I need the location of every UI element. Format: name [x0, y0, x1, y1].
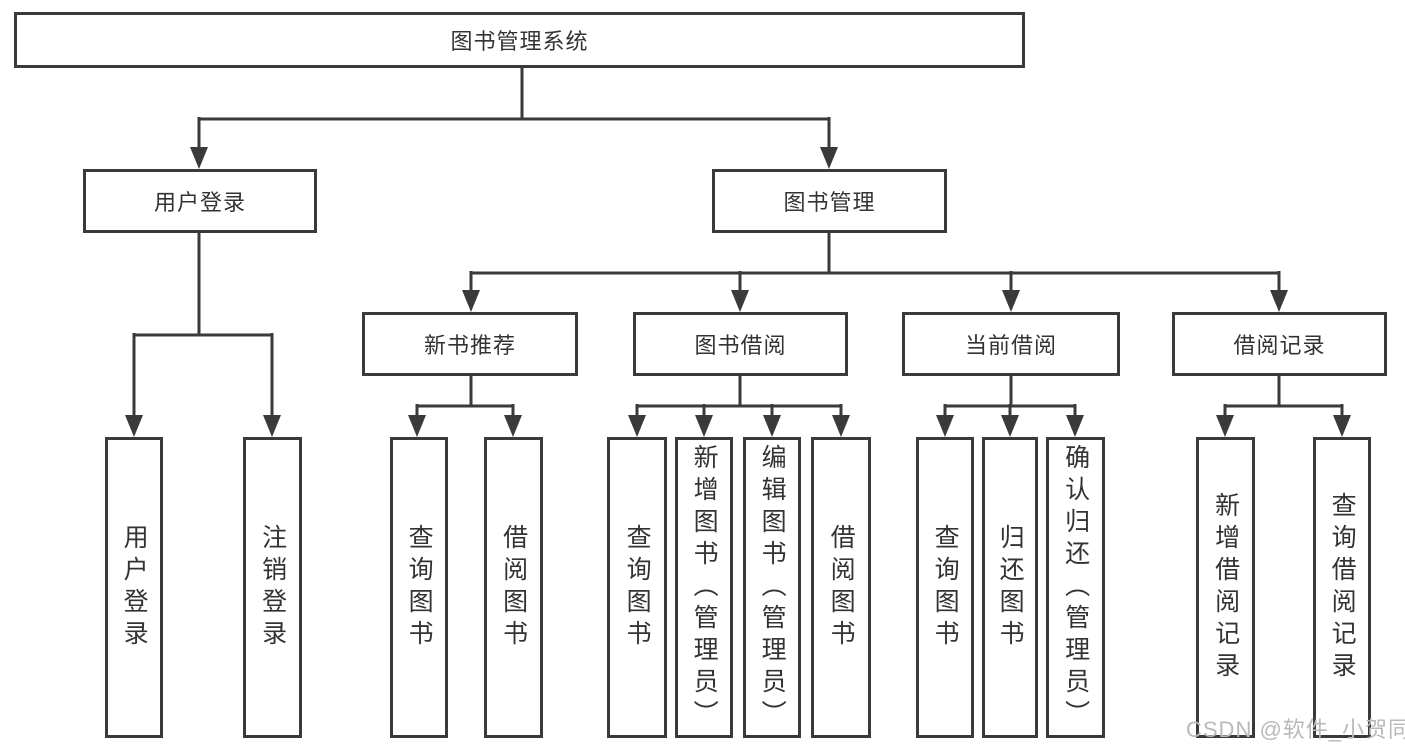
node-leaf-user-login: 用户登录 — [105, 437, 163, 738]
node-leaf-query-borrow-record: 查询借阅记录 — [1313, 437, 1371, 738]
node-library-system: 图书管理系统 — [14, 12, 1025, 68]
node-leaf-confirm-return-admin: 确认归还（管理员） — [1046, 437, 1105, 738]
node-leaf-query-books-recommend: 查询图书 — [390, 437, 448, 738]
node-leaf-query-books-current: 查询图书 — [916, 437, 974, 738]
csdn-watermark: CSDN @软件_小贺同学 — [1186, 717, 1405, 742]
node-leaf-borrow-books-recommend: 借阅图书 — [484, 437, 543, 738]
node-book-borrowing: 图书借阅 — [633, 312, 848, 376]
node-leaf-add-book-admin: 新增图书（管理员） — [675, 437, 733, 738]
node-leaf-edit-book-admin: 编辑图书（管理员） — [743, 437, 801, 738]
node-leaf-borrow-books: 借阅图书 — [811, 437, 871, 738]
node-borrowing-records: 借阅记录 — [1172, 312, 1387, 376]
node-leaf-logout: 注销登录 — [243, 437, 302, 738]
node-leaf-return-books: 归还图书 — [982, 437, 1038, 738]
node-book-management-branch: 图书管理 — [712, 169, 947, 233]
node-current-borrowing: 当前借阅 — [902, 312, 1120, 376]
node-new-book-recommend: 新书推荐 — [362, 312, 578, 376]
node-leaf-query-books-borrow: 查询图书 — [607, 437, 667, 738]
node-leaf-add-borrow-record: 新增借阅记录 — [1196, 437, 1255, 738]
node-user-login-branch: 用户登录 — [83, 169, 317, 233]
